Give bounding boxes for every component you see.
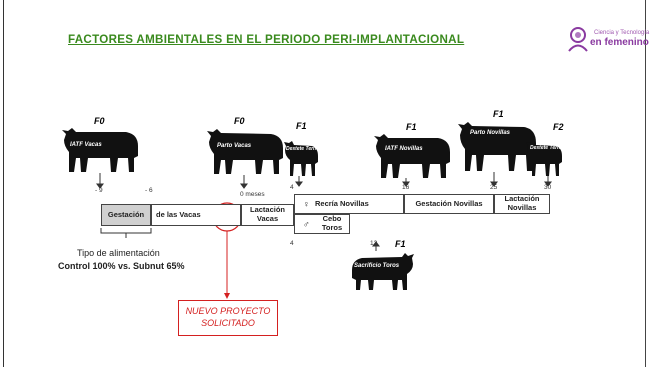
generation-label: F0: [94, 116, 105, 126]
tick-label: 4: [290, 240, 294, 247]
generation-label: F1: [406, 122, 417, 132]
slide-title: FACTORES AMBIENTALES EN EL PERIODO PERI-…: [68, 33, 465, 46]
tick-label: - 6: [145, 187, 153, 194]
tick-label: 16: [402, 184, 410, 191]
recria-novillas-label: Recría Novillas: [315, 198, 369, 208]
event-label: Parto Vacas: [217, 143, 252, 149]
feeding-type-note: Tipo de alimentación: [77, 248, 160, 258]
slide-left-border: [3, 0, 4, 367]
slide-right-border: [645, 0, 646, 367]
tick-label: 12: [370, 240, 378, 247]
event-label: Destete Terneros: [286, 146, 327, 152]
event-label: IATF Vacas: [70, 142, 102, 148]
tick-label: 25: [490, 184, 498, 191]
feeding-control-note: Control 100% vs. Subnut 65%: [58, 261, 185, 271]
cow-silhouette-icon: [458, 122, 536, 171]
event-label: IATF Novillas: [385, 146, 423, 152]
tick-label: - 9: [95, 187, 103, 194]
event-label: Sacrificio Toros: [354, 263, 400, 269]
logo: [566, 26, 638, 54]
cow-silhouette-icon: [207, 129, 283, 174]
gestacion-box: Gestación: [101, 204, 151, 226]
tick-label: 4: [290, 184, 294, 191]
cebo-toros-label: Cebo Toros: [321, 214, 343, 232]
generation-label: F2: [553, 122, 564, 132]
recria-novillas-box: ♀ Recría Novillas: [294, 194, 404, 214]
bull-silhouette-icon: [352, 253, 414, 290]
female-scientist-icon: [568, 27, 588, 52]
tick-label: 30: [544, 184, 552, 191]
generation-label: F1: [395, 239, 406, 249]
gestacion-novillas-box: Gestación Novillas: [404, 194, 494, 214]
cebo-toros-box: ♂ Cebo Toros: [294, 214, 350, 234]
logo-name: en femenino: [590, 37, 649, 48]
calf-silhouette-icon: [526, 141, 562, 176]
calf-silhouette-icon: [284, 141, 318, 176]
female-symbol-icon: ♀: [303, 198, 310, 209]
event-label: Destete Terneros: [530, 145, 571, 151]
new-project-callout: NUEVO PROYECTO SOLICITADO: [178, 300, 278, 336]
cow-silhouette-icon: [62, 128, 138, 172]
tick-label: 0 meses: [240, 191, 265, 198]
de-las-vacas-box: de las Vacas: [151, 204, 241, 226]
generation-label: F0: [234, 116, 245, 126]
lactacion-vacas-box: Lactación Vacas: [241, 204, 294, 226]
callout-line2: SOLICITADO: [201, 318, 255, 329]
logo-tagline: Ciencia y Tecnología: [594, 30, 650, 36]
male-symbol-icon: ♂: [303, 218, 310, 229]
generation-label: F1: [493, 109, 504, 119]
callout-line1: NUEVO PROYECTO: [185, 306, 271, 316]
cow-silhouette-icon: [374, 134, 450, 178]
lactacion-novillas-box: Lactación Novillas: [494, 194, 550, 214]
generation-label: F1: [296, 121, 307, 131]
event-label: Parto Novillas: [470, 130, 511, 136]
